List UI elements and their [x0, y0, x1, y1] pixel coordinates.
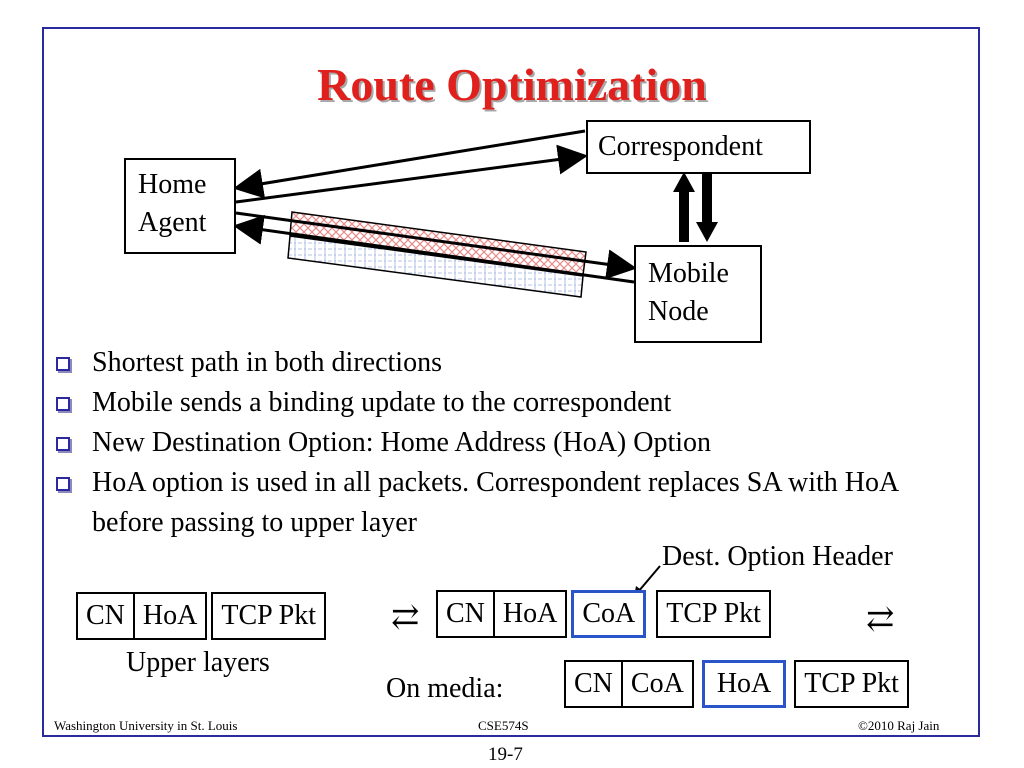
slide-title: Route Optimization — [317, 59, 707, 110]
square-bullet-icon — [56, 437, 70, 451]
link-mobile-to-ha — [233, 214, 635, 284]
square-bullet-icon — [56, 357, 70, 371]
dest-option-label: Dest. Option Header — [662, 541, 893, 572]
packet-upper: CN HoA TCP Pkt — [76, 592, 327, 640]
mobile-node-box: Mobile Node — [634, 245, 762, 343]
packet-cell-coa-option: CoA — [571, 590, 647, 638]
packet-cell-cn: CN — [76, 592, 135, 640]
swap-arrows-icon: ⇄ — [866, 601, 895, 638]
home-agent-label-line2: Agent — [138, 207, 207, 238]
mobile-node-label-line2: Node — [648, 296, 709, 327]
bullet-text: Shortest path in both directions — [92, 347, 442, 378]
home-agent-label-line1: Home — [138, 169, 207, 200]
bullet-item: Mobile sends a binding update to the cor… — [54, 383, 954, 423]
packet-cell-coa: CoA — [620, 660, 694, 708]
packet-cell-cn: CN — [436, 590, 495, 638]
packet-middle: CN HoA CoA TCP Pkt — [436, 590, 771, 638]
bullet-text: New Destination Option: Home Address (Ho… — [92, 427, 712, 458]
bullet-list: Shortest path in both directions Mobile … — [54, 343, 954, 543]
packet-media: CN CoA HoA TCP Pkt — [564, 660, 909, 708]
arrow-up-icon — [673, 172, 695, 242]
route-diagram — [233, 129, 718, 298]
bullet-text: HoA option is used in all packets. Corre… — [92, 467, 898, 538]
slide-frame — [42, 27, 980, 737]
mobile-node-label-line1: Mobile — [648, 258, 729, 289]
packet-cell-tcp: TCP Pkt — [794, 660, 909, 708]
tunnel-lower — [287, 235, 584, 298]
correspondent-label: Correspondent — [598, 131, 763, 162]
square-bullet-icon — [56, 397, 70, 411]
link-correspondent-to-ha — [233, 129, 586, 199]
bullet-item: New Destination Option: Home Address (Ho… — [54, 423, 954, 463]
packet-cell-hoa-option: HoA — [701, 660, 787, 708]
bullet-text: Mobile sends a binding update to the cor… — [92, 387, 672, 418]
home-agent-box: Home Agent — [124, 158, 236, 254]
packet-cell-cn: CN — [564, 660, 623, 708]
on-media-label: On media: — [386, 673, 504, 704]
upper-layers-label: Upper layers — [126, 647, 270, 678]
footer-right: ©2010 Raj Jain — [858, 718, 940, 733]
link-ha-to-mobile — [235, 211, 637, 280]
bullet-item: Shortest path in both directions — [54, 343, 954, 383]
packet-cell-tcp: TCP Pkt — [211, 592, 327, 640]
footer-center: CSE574S — [478, 718, 529, 733]
swap-arrows-icon: ⇄ — [391, 599, 420, 636]
link-ha-to-correspondent — [235, 144, 588, 204]
bullet-item: HoA option is used in all packets. Corre… — [54, 463, 952, 543]
packet-cell-hoa: HoA — [492, 590, 568, 638]
correspondent-box: Correspondent — [586, 120, 811, 174]
footer-left: Washington University in St. Louis — [54, 718, 238, 733]
page-number: 19-7 — [488, 744, 523, 765]
packet-cell-tcp: TCP Pkt — [656, 590, 771, 638]
arrow-down-icon — [696, 174, 718, 242]
square-bullet-icon — [56, 477, 70, 491]
packet-cell-hoa: HoA — [132, 592, 208, 640]
